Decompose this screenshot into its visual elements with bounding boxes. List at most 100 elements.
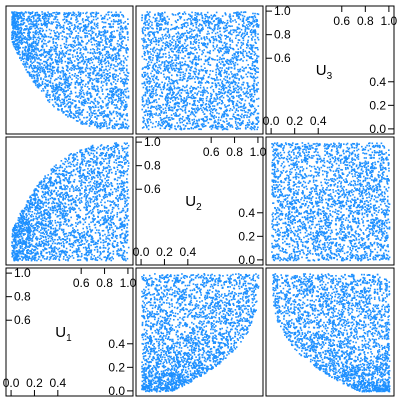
data-point [38, 30, 41, 33]
data-point [168, 104, 171, 107]
data-point [184, 55, 186, 57]
data-point [212, 101, 214, 103]
data-point [147, 80, 150, 83]
data-point [174, 103, 177, 106]
data-point [73, 60, 76, 62]
data-point [89, 29, 92, 32]
data-point [208, 26, 211, 29]
data-point [200, 91, 202, 93]
data-point [43, 70, 45, 73]
data-point [210, 18, 213, 20]
data-point [149, 44, 152, 46]
data-point [240, 34, 243, 36]
data-point [223, 57, 226, 60]
data-point [121, 125, 123, 127]
data-point [209, 112, 212, 115]
data-point [159, 116, 162, 119]
data-point [185, 99, 188, 102]
data-point [65, 95, 68, 98]
data-point [184, 12, 187, 15]
data-point [200, 77, 203, 79]
data-point [158, 37, 160, 40]
data-point [253, 87, 256, 89]
data-point [221, 126, 224, 129]
data-point [47, 35, 50, 38]
data-point [117, 78, 119, 81]
data-point [253, 69, 256, 72]
data-point [183, 42, 186, 45]
data-point [151, 59, 154, 61]
data-point [238, 27, 240, 30]
data-point [72, 11, 75, 14]
data-point [96, 94, 98, 96]
data-point [222, 86, 225, 89]
data-point [143, 117, 145, 120]
data-point [225, 72, 228, 75]
data-point [247, 45, 249, 47]
data-point [201, 89, 204, 92]
data-point [144, 110, 146, 113]
data-point [103, 21, 105, 24]
data-point [177, 98, 180, 100]
data-point [101, 21, 104, 23]
data-point [180, 127, 183, 130]
data-point [19, 30, 22, 33]
data-point [141, 108, 144, 111]
data-point [181, 105, 184, 108]
data-point [141, 100, 144, 103]
data-point [60, 62, 63, 64]
data-point [122, 46, 125, 49]
data-point [54, 92, 57, 95]
data-point [37, 68, 40, 71]
data-point [94, 74, 97, 77]
data-point [143, 104, 146, 107]
data-point [190, 37, 192, 40]
data-point [63, 90, 65, 93]
data-point [41, 62, 43, 65]
data-point [238, 79, 241, 81]
data-point [37, 14, 39, 17]
data-point [150, 85, 153, 88]
data-point [156, 71, 158, 74]
data-point [46, 20, 48, 23]
data-point [187, 24, 189, 27]
data-point [146, 88, 148, 91]
data-point [211, 102, 214, 104]
data-point [196, 122, 198, 124]
data-point [98, 48, 101, 50]
data-point [232, 15, 235, 17]
data-point [169, 97, 171, 100]
data-point [219, 30, 221, 33]
data-point [158, 108, 161, 111]
data-point [222, 57, 225, 60]
data-point [177, 91, 180, 94]
data-point [67, 89, 69, 91]
data-point [54, 88, 57, 91]
data-point [77, 75, 79, 77]
data-point [59, 88, 62, 91]
data-point [175, 113, 177, 116]
data-point [257, 88, 260, 90]
data-point [24, 38, 26, 40]
data-point [99, 69, 101, 71]
data-point [151, 27, 153, 29]
data-point [96, 125, 98, 128]
data-point [116, 42, 119, 45]
data-point [70, 22, 73, 24]
data-point [42, 88, 44, 90]
data-point [178, 68, 181, 71]
data-point [152, 68, 155, 70]
data-point [96, 114, 99, 117]
data-point [50, 50, 52, 53]
data-point [252, 67, 255, 70]
data-point [120, 41, 123, 44]
data-point [28, 65, 31, 68]
data-point [222, 114, 224, 116]
data-point [124, 94, 127, 97]
data-point [238, 23, 240, 26]
data-point [71, 102, 74, 105]
data-point [182, 120, 185, 122]
data-point [144, 94, 147, 97]
data-point [232, 58, 235, 60]
data-point [197, 44, 200, 47]
